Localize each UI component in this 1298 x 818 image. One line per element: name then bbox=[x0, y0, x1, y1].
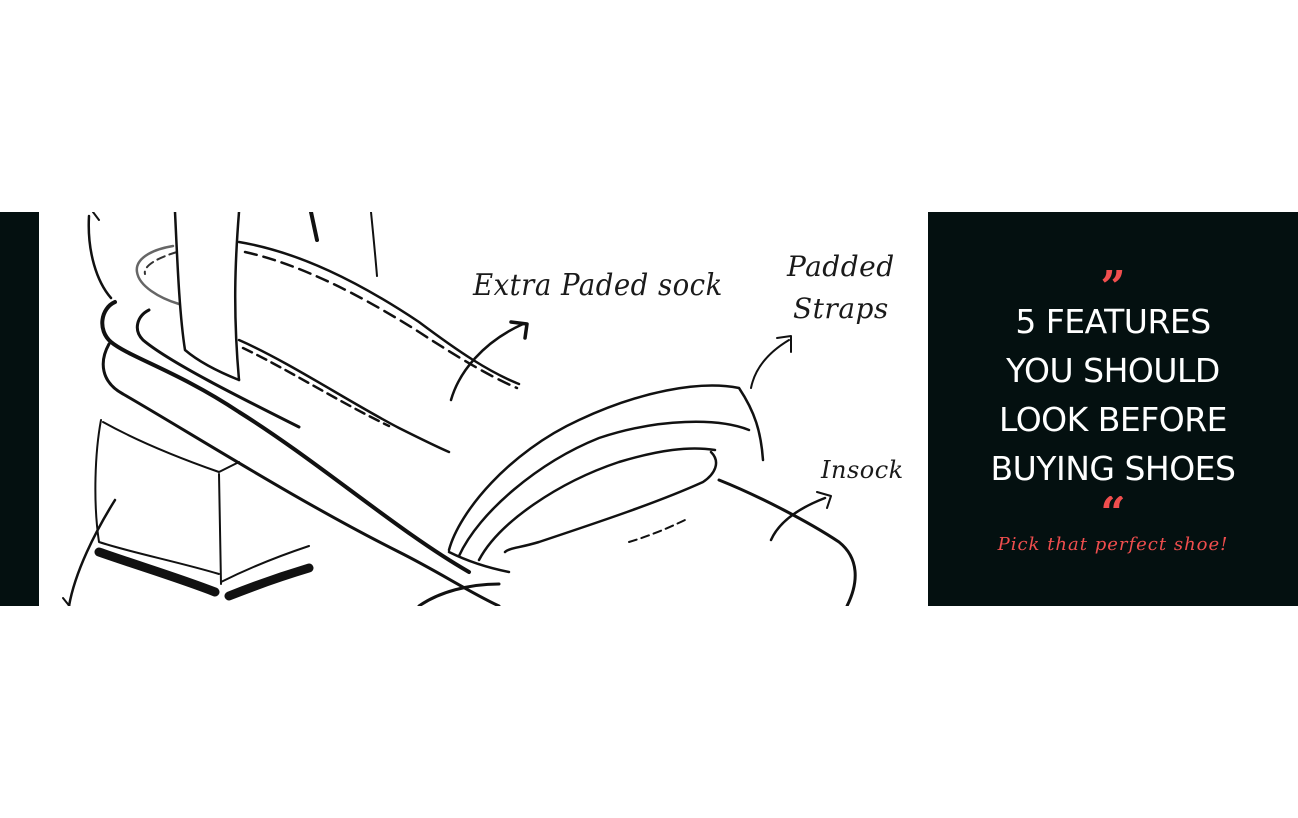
opening-quote-icon: “ bbox=[928, 496, 1298, 520]
label-padded-straps-line1: Padded bbox=[787, 250, 895, 283]
headline-title: 5 FEATURES YOU SHOULD LOOK BEFORE BUYING… bbox=[928, 297, 1298, 493]
sandal-illustration: Extra Paded sock Padded Straps Insock bbox=[39, 212, 928, 606]
headline-line-3: LOOK BEFORE bbox=[998, 400, 1228, 439]
label-padded-straps-line2: Straps bbox=[793, 292, 889, 325]
headline-panel: ” 5 FEATURES YOU SHOULD LOOK BEFORE BUYI… bbox=[928, 212, 1298, 606]
left-accent-bar bbox=[0, 212, 39, 606]
article-banner: Extra Paded sock Padded Straps Insock ” … bbox=[0, 212, 1298, 606]
closing-quote-icon: ” bbox=[928, 270, 1298, 294]
headline-line-4: BUYING SHOES bbox=[990, 449, 1236, 488]
headline-line-2: YOU SHOULD bbox=[1006, 351, 1220, 390]
sandal-sketch-drawing bbox=[62, 212, 857, 606]
tagline: Pick that perfect shoe! bbox=[997, 534, 1229, 555]
label-padded-straps: Padded Straps bbox=[787, 246, 895, 330]
headline-line-1: 5 FEATURES bbox=[1015, 302, 1211, 341]
label-insock: Insock bbox=[821, 456, 904, 484]
label-extra-padded-sock: Extra Paded sock bbox=[473, 268, 723, 303]
